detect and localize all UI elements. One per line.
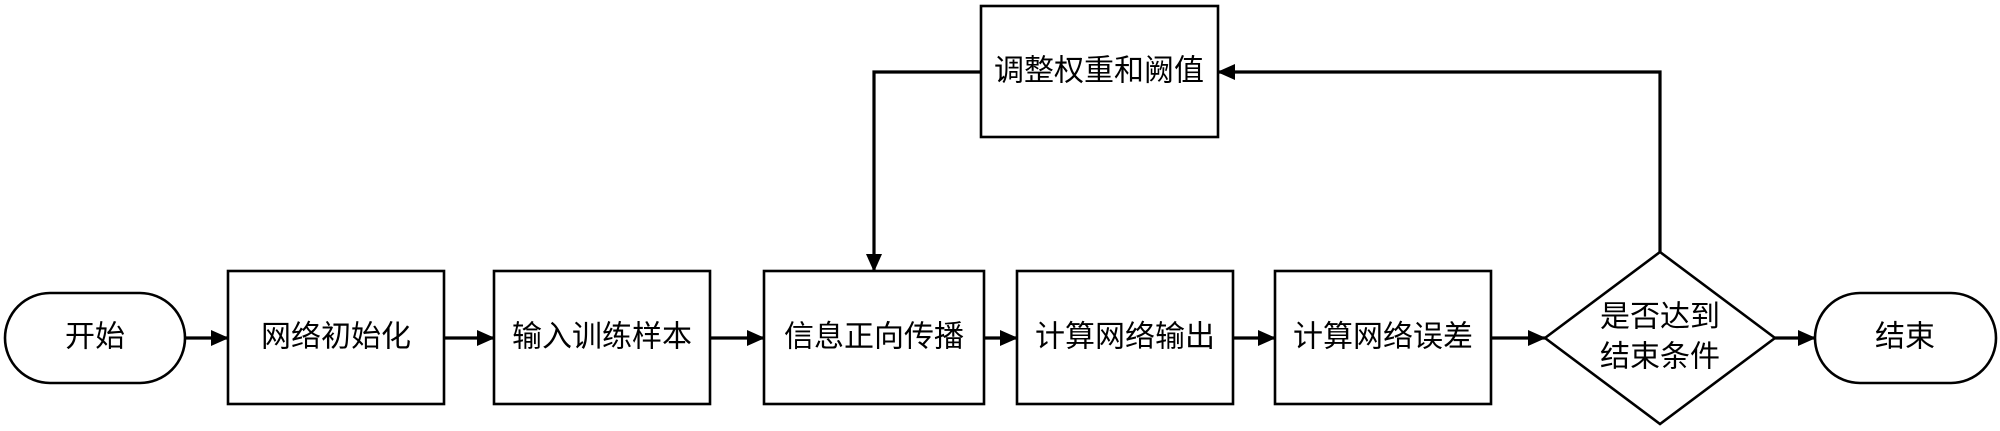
init-label: 网络初始化 [261, 320, 411, 355]
end-node: 结束 [1813, 291, 1998, 385]
end-label: 结束 [1875, 320, 1935, 355]
forward-label: 信息正向传播 [784, 320, 964, 355]
init-node: 网络初始化 [226, 269, 446, 406]
output-label: 计算网络输出 [1035, 320, 1215, 355]
adjust-node: 调整权重和阙值 [979, 4, 1220, 139]
decision-label-line1: 是否达到 [1600, 300, 1720, 335]
decision-label-line2: 结束条件 [1600, 340, 1720, 375]
edge-decision-to-adjust [1217, 64, 1662, 252]
error-node: 计算网络误差 [1273, 269, 1493, 406]
error-label: 计算网络误差 [1293, 320, 1473, 355]
start-label: 开始 [65, 320, 125, 355]
decision-node: 是否达到 结束条件 [1542, 250, 1778, 426]
adjust-label: 调整权重和阙值 [994, 54, 1204, 89]
input-label: 输入训练样本 [512, 320, 692, 355]
forward-node: 信息正向传播 [762, 269, 986, 406]
output-node: 计算网络输出 [1015, 269, 1235, 406]
start-node: 开始 [3, 291, 187, 385]
edge-adjust-to-forward [866, 70, 981, 272]
input-node: 输入训练样本 [492, 269, 712, 406]
